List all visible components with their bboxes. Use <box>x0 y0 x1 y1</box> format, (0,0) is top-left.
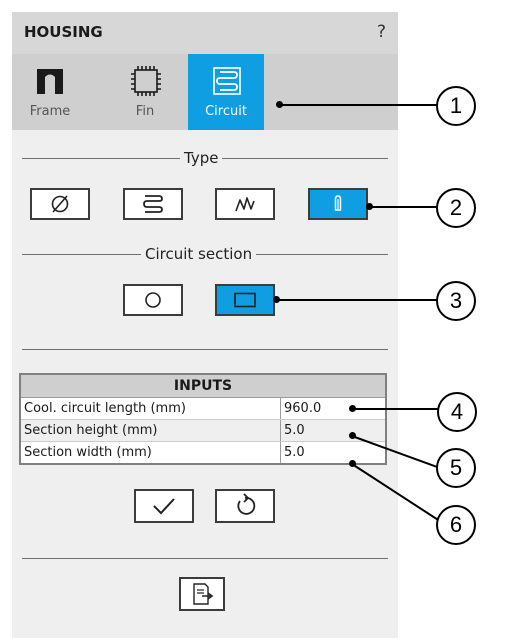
table-row: Cool. circuit length (mm) 960.0 <box>21 398 385 420</box>
tab-bar: Frame Fin Circuit <box>12 54 398 130</box>
inputs-title: INPUTS <box>21 375 385 398</box>
section-circle-button[interactable] <box>123 284 183 316</box>
section-divider <box>22 349 388 350</box>
tab-label: Fin <box>135 104 155 119</box>
section-height-input[interactable]: 5.0 <box>284 423 305 438</box>
section-width-label: Section width (mm) <box>21 442 281 463</box>
panel-header: HOUSING ? <box>12 12 398 54</box>
section-width-input[interactable]: 5.0 <box>284 445 305 460</box>
callout-leader <box>276 299 437 301</box>
apply-button[interactable] <box>134 489 194 523</box>
table-row: Section width (mm) 5.0 <box>21 442 385 463</box>
callout-marker: 6 <box>436 505 476 545</box>
export-icon <box>193 583 214 605</box>
circuit-length-label: Cool. circuit length (mm) <box>21 398 281 419</box>
callout-marker: 1 <box>436 86 476 126</box>
help-icon[interactable]: ? <box>376 22 386 42</box>
tab-circuit[interactable]: Circuit <box>188 54 264 130</box>
callout-marker: 2 <box>436 188 476 228</box>
circuit-section-label: Circuit section <box>141 245 257 263</box>
tab-label: Circuit <box>205 104 247 119</box>
callout-leader <box>352 408 438 410</box>
frame-icon <box>37 69 63 94</box>
hairpin-icon <box>334 195 342 211</box>
serpentine-icon <box>143 195 163 213</box>
fin-icon <box>131 66 161 96</box>
panel-title: HOUSING <box>24 23 103 41</box>
checkmark-icon <box>153 498 175 515</box>
tab-frame[interactable]: Frame <box>12 54 88 130</box>
housing-panel: HOUSING ? Frame Fin <box>12 12 398 638</box>
tab-label: Frame <box>29 104 71 119</box>
type-diameter-button[interactable] <box>30 188 90 220</box>
callout-marker: 3 <box>436 281 476 321</box>
tab-fin[interactable]: Fin <box>107 54 183 130</box>
table-row: Section height (mm) 5.0 <box>21 420 385 442</box>
section-height-label: Section height (mm) <box>21 420 281 441</box>
circuit-icon <box>213 67 241 95</box>
circle-section-icon <box>145 292 161 308</box>
type-serpentine-button[interactable] <box>123 188 183 220</box>
inputs-table: INPUTS Cool. circuit length (mm) 960.0 S… <box>19 373 387 465</box>
callout-marker: 4 <box>437 392 477 432</box>
wave-icon <box>235 197 255 212</box>
reset-icon <box>237 493 256 515</box>
rectangle-section-icon <box>234 292 256 308</box>
type-hairpin-button[interactable] <box>308 188 368 220</box>
diameter-icon <box>51 195 69 213</box>
type-wave-button[interactable] <box>215 188 275 220</box>
reset-button[interactable] <box>215 489 275 523</box>
circuit-length-input[interactable]: 960.0 <box>284 401 322 416</box>
section-rectangle-button[interactable] <box>215 284 275 316</box>
callout-marker: 5 <box>436 448 476 488</box>
section-divider <box>22 558 388 559</box>
callout-leader <box>369 206 437 208</box>
callout-leader <box>279 104 437 106</box>
export-button[interactable] <box>179 577 225 611</box>
type-section-label: Type <box>180 149 223 167</box>
